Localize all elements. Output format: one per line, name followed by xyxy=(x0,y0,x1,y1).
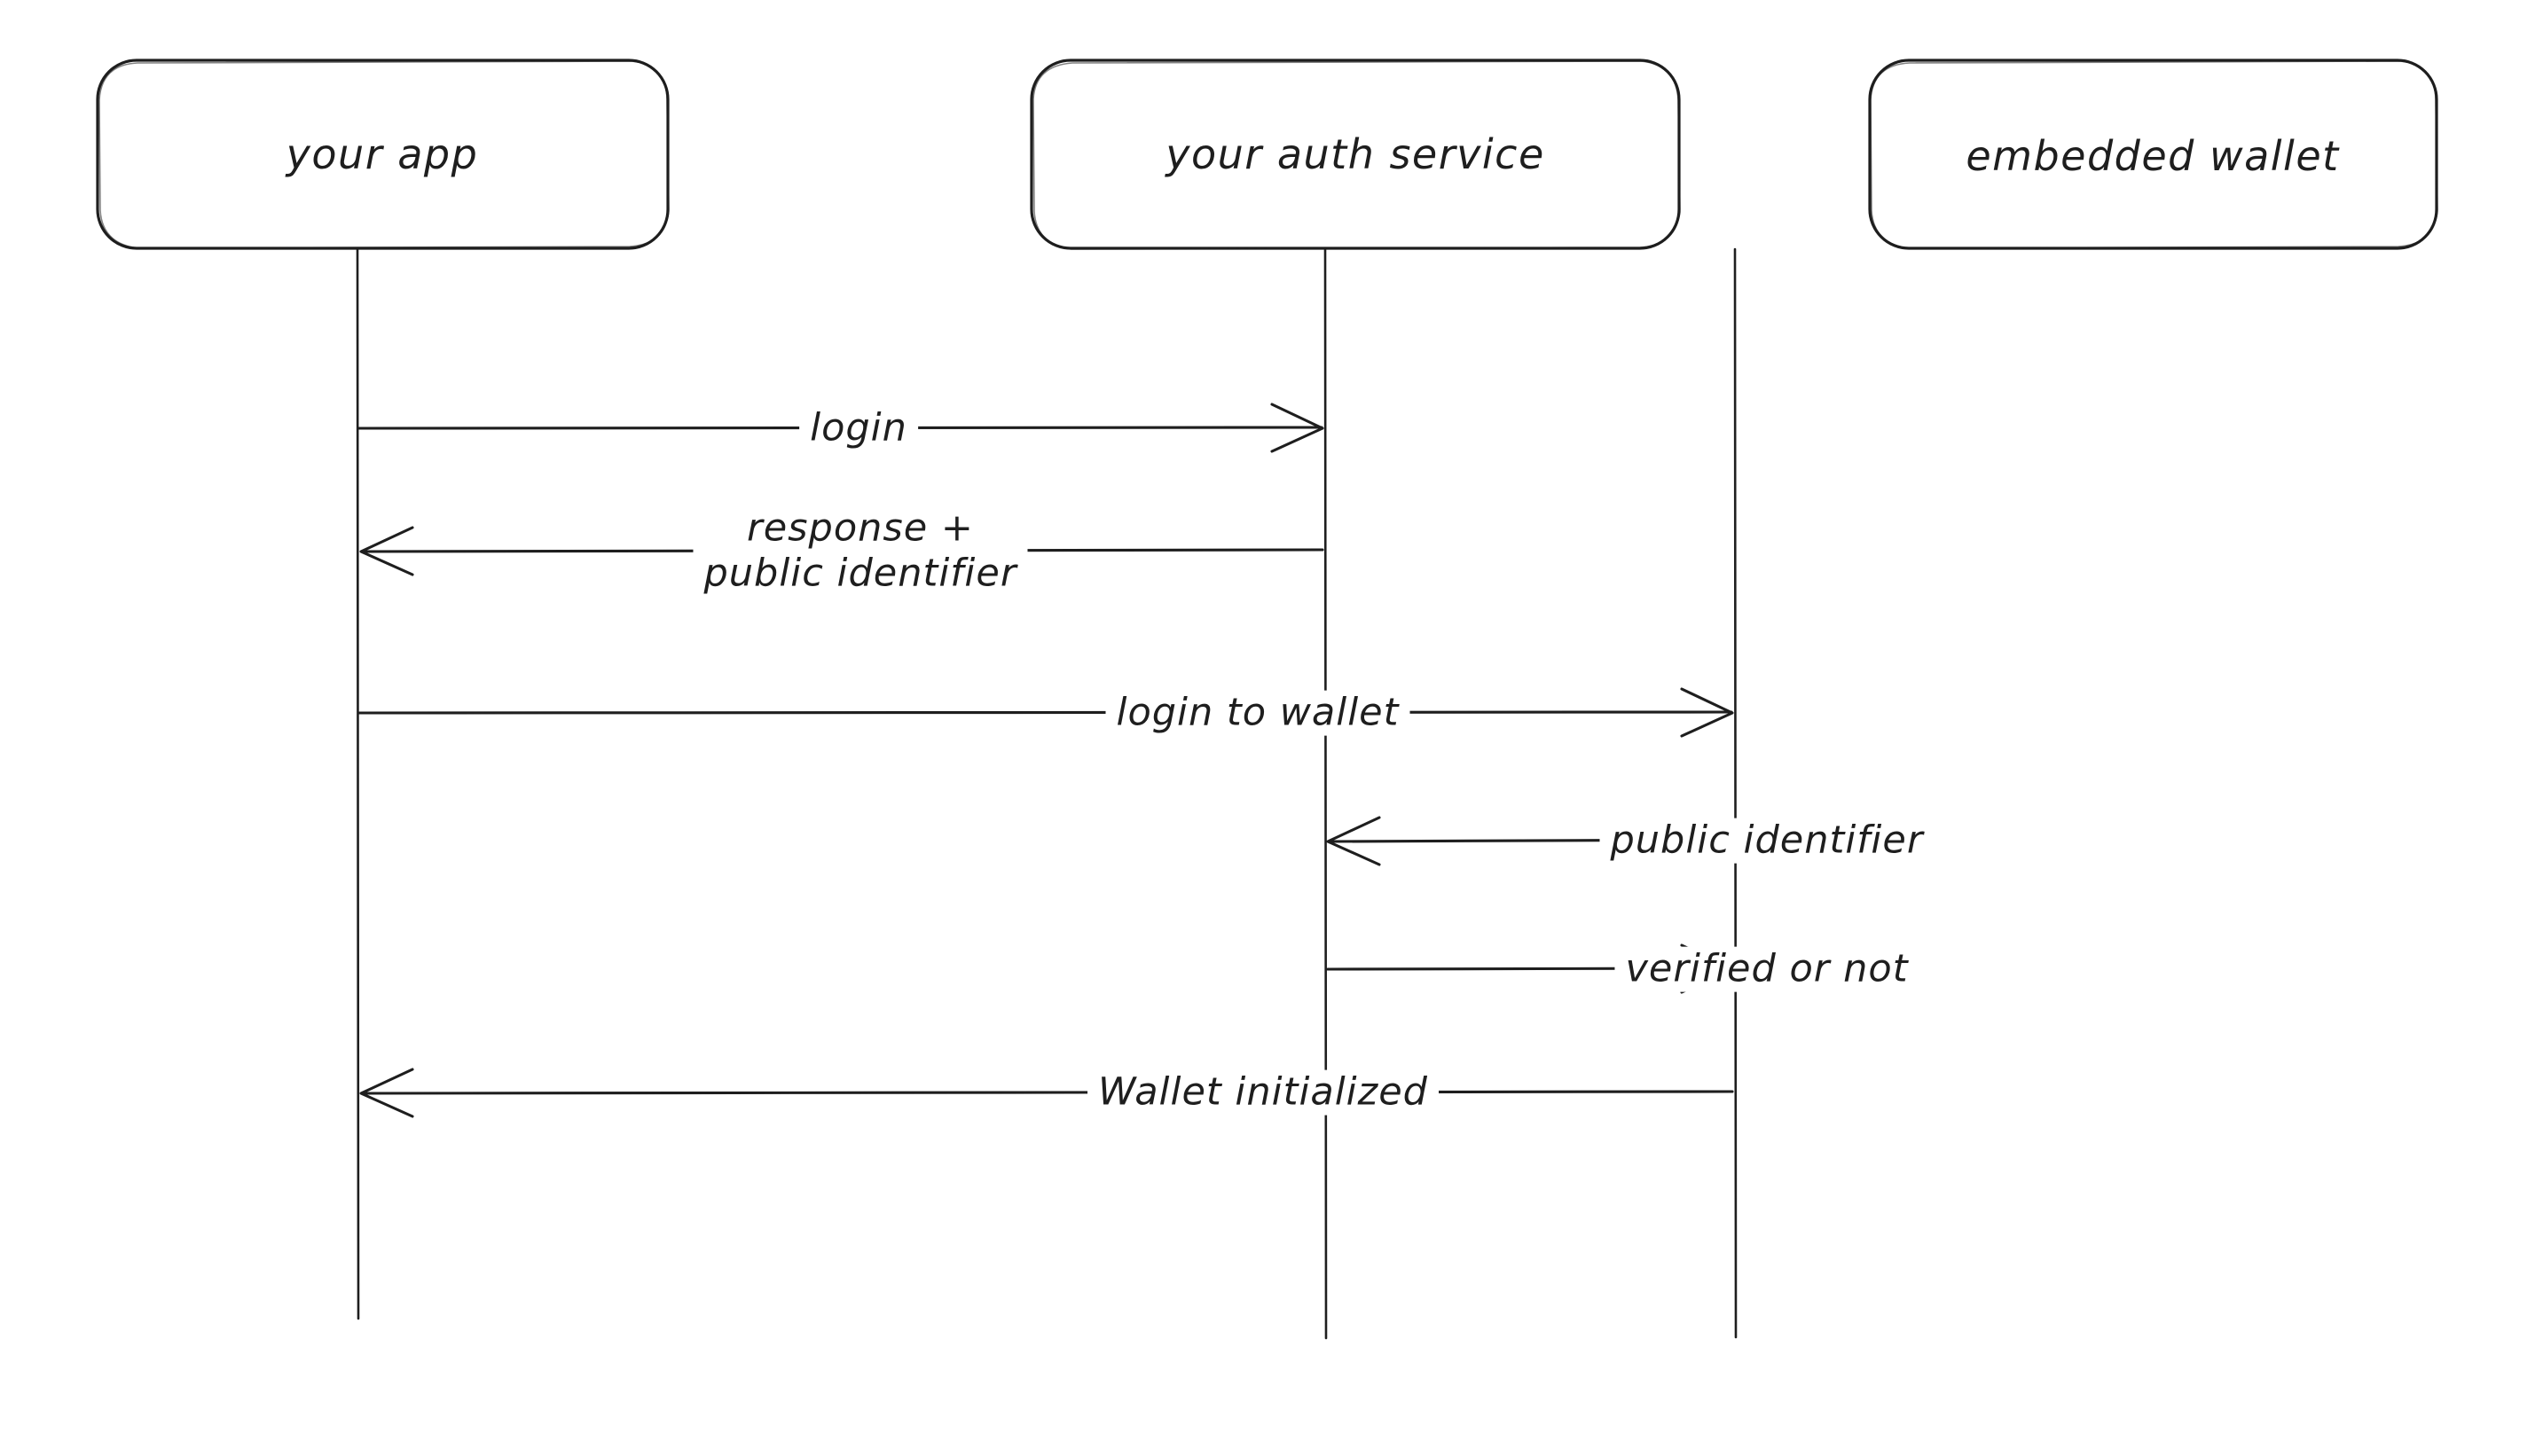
arrowhead-left-wallet-initialized xyxy=(359,1068,414,1118)
participant-box-shape-wallet xyxy=(1868,59,2438,250)
message-label-verified-or-not: verified or not xyxy=(1614,946,1919,992)
participant-box-shape-app xyxy=(96,59,670,250)
message-line-wallet-initialized xyxy=(360,1090,1734,1095)
message-line-login-to-wallet xyxy=(357,710,1733,715)
arrowhead-right-login xyxy=(1270,403,1324,453)
participant-box-sketch-app xyxy=(98,60,670,249)
lifeline-your-auth-service xyxy=(1323,247,1328,1340)
participant-box-sketch-auth xyxy=(1032,60,1681,250)
message-label-wallet-initialized: Wallet initialized xyxy=(1087,1069,1439,1115)
message-arrow-login-to-wallet[interactable] xyxy=(357,687,1734,738)
message-label-response-public-identifier: response + public identifier xyxy=(693,505,1028,596)
lifeline-embedded-wallet xyxy=(1733,247,1738,1339)
participant-box-embedded-wallet[interactable] xyxy=(1868,59,2438,250)
participant-box-your-auth-service[interactable] xyxy=(1030,59,1681,250)
arrowhead-left-response-public-identifier xyxy=(359,526,414,576)
participant-box-sketch-wallet xyxy=(1870,60,2438,249)
participant-box-your-app[interactable] xyxy=(96,59,670,250)
message-label-public-identifier: public identifier xyxy=(1599,818,1935,864)
lifeline-your-app xyxy=(356,247,360,1320)
arrowhead-right-login-to-wallet xyxy=(1680,687,1734,738)
participant-box-shape-auth xyxy=(1030,59,1681,250)
message-label-login: login xyxy=(799,405,918,451)
message-arrow-wallet-initialized[interactable] xyxy=(359,1068,1734,1118)
arrowhead-left-public-identifier xyxy=(1326,816,1381,866)
message-label-login-to-wallet: login to wallet xyxy=(1105,690,1410,736)
